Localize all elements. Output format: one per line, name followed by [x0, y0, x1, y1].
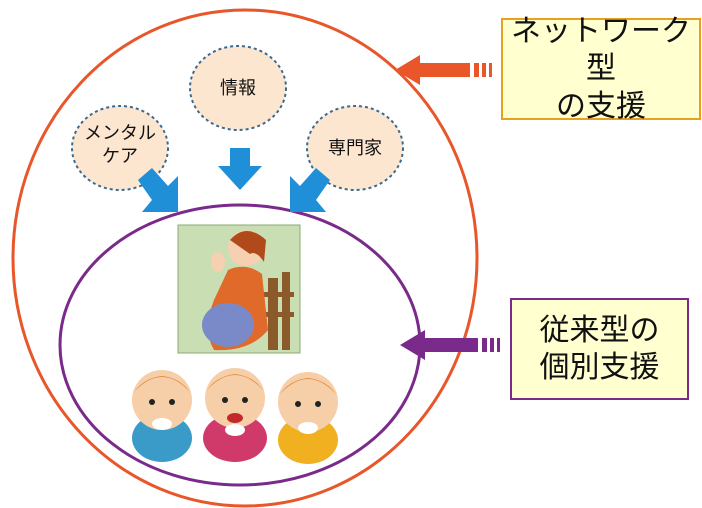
- baby-3: [278, 372, 338, 464]
- individual-support-label: 従来型の 個別支援: [539, 312, 660, 386]
- bubble-mental-care: [71, 105, 169, 191]
- bubble-label-information: 情報: [220, 78, 256, 99]
- arrow-specialist-to-center: [290, 168, 330, 212]
- individual-support-box: 従来型の 個別支援: [510, 298, 689, 400]
- outer-network-ring: [11, 8, 479, 508]
- pregnant-woman-illustration: [177, 224, 301, 354]
- arrow-mental-care-to-center: [138, 168, 178, 212]
- baby-2: [203, 368, 267, 462]
- bubble-specialist: [306, 105, 404, 191]
- bubble-label-specialist: 専門家: [328, 138, 382, 159]
- network-support-box: ネットワーク型 の支援: [501, 14, 701, 124]
- arrow-information-to-center: [218, 148, 262, 190]
- arrow-individual-pointer: [400, 330, 500, 360]
- babies-illustration: [132, 368, 338, 464]
- bubble-label-mental-care: メンタル ケア: [84, 123, 156, 168]
- arrow-network-pointer: [395, 55, 492, 85]
- network-support-label: ネットワーク型 の支援: [511, 13, 691, 124]
- bubble-information: [189, 45, 287, 131]
- baby-1: [132, 370, 192, 462]
